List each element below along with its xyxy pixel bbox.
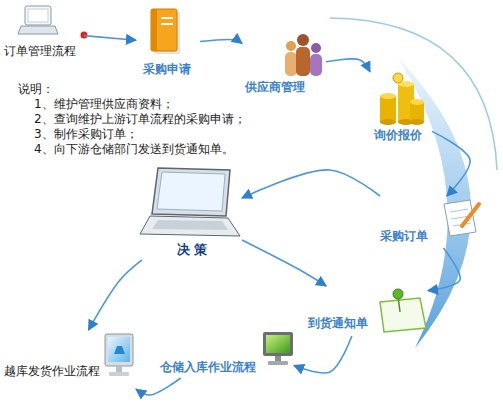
- monitor-screen: [108, 337, 130, 362]
- flow-connector: [200, 40, 242, 44]
- node-label: 决 策: [177, 242, 208, 257]
- person-head: [297, 34, 309, 46]
- node-label: 订单管理流程: [4, 44, 76, 58]
- flow-connector: [84, 36, 136, 41]
- pin-head: [393, 289, 403, 299]
- laptop-display: [157, 172, 225, 211]
- coin-stack: [380, 96, 396, 122]
- person-body: [285, 52, 297, 76]
- book-spine: [151, 9, 157, 51]
- node-label: 越库发货作业流程: [4, 364, 100, 378]
- flow-connector: [89, 260, 142, 330]
- notepad: [444, 200, 476, 236]
- process-icon: 订单管理流程: [2, 2, 84, 62]
- laptop-base: [18, 26, 58, 34]
- flow-arc: [330, 18, 497, 170]
- note-text: 说明：: [18, 82, 54, 96]
- node-label: 采购申请: [143, 62, 191, 76]
- laptop-display: [28, 9, 48, 22]
- monitor-stand: [109, 372, 129, 376]
- process-icon: 越库发货作业流程: [2, 330, 136, 392]
- flow-connector: [136, 378, 181, 395]
- coin: [410, 99, 424, 105]
- note-text: 1、维护管理供应商资料；: [34, 97, 174, 111]
- process-icon: 供应商管理: [242, 30, 326, 98]
- process-icon: 询价报价: [370, 70, 432, 146]
- book-line: [161, 23, 173, 25]
- flow-connector: [242, 170, 380, 198]
- flow-connector: [428, 248, 460, 291]
- monitor-frame: [105, 334, 133, 366]
- monitor-neck: [116, 366, 122, 372]
- monitor-frame: [263, 332, 293, 356]
- monitor-neck: [275, 356, 281, 361]
- person-head: [311, 43, 321, 53]
- laptop-keyboard: [152, 220, 228, 230]
- monitor-stand: [268, 361, 288, 365]
- node-label: 询价报价: [374, 128, 422, 142]
- flow-connector: [294, 336, 352, 373]
- notepad-line: [450, 209, 468, 212]
- note-text: 3、制作采购订单；: [34, 127, 138, 141]
- book-line: [161, 17, 173, 19]
- coin: [380, 93, 396, 99]
- person-body: [296, 47, 310, 76]
- pencil: [462, 204, 479, 226]
- flow-connector: [326, 59, 370, 72]
- monitor-screen: [266, 335, 290, 353]
- node-label: 仓储入库作业流程: [160, 360, 256, 374]
- person-body: [310, 54, 322, 76]
- laptop-screen: [152, 168, 230, 216]
- laptop-base: [140, 216, 240, 236]
- person-head: [286, 41, 296, 51]
- process-icon: 到货通知单: [306, 286, 428, 336]
- node-label: 到货通知单: [308, 316, 368, 330]
- process-icon: 采购订单: [378, 196, 482, 248]
- start-dot: [81, 32, 88, 39]
- flow-connector: [242, 240, 326, 286]
- laptop-screen: [25, 6, 51, 25]
- coin: [410, 119, 424, 125]
- notice-board: [380, 298, 426, 332]
- node-label: 采购订单: [380, 229, 428, 243]
- flow-connector: [432, 131, 470, 196]
- monitor-symbol: [114, 346, 125, 354]
- book-cover: [151, 9, 177, 51]
- decision-hub: 决 策: [142, 164, 242, 264]
- process-icon: 采购申请: [136, 6, 200, 80]
- coin: [380, 119, 396, 125]
- coin: [393, 73, 403, 83]
- node-label: 供应商管理: [245, 80, 305, 94]
- note-text: 4、向下游仓储部门发送到货通知单。: [34, 142, 234, 156]
- process-icon: 仓储入库作业流程: [158, 328, 294, 378]
- note-text: 2、查询维护上游订单流程的采购申请；: [34, 112, 246, 126]
